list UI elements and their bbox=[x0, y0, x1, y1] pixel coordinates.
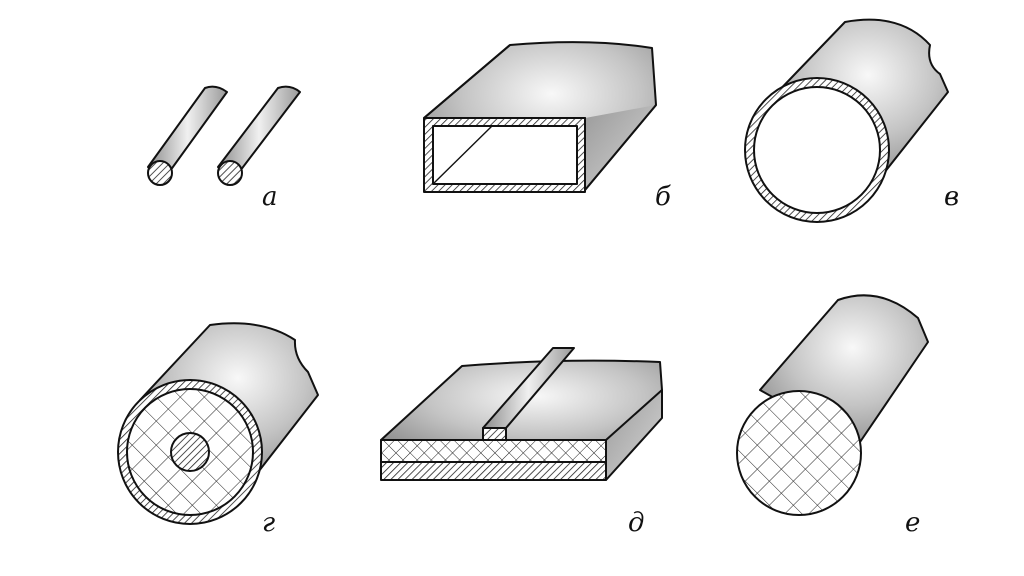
label-d: д bbox=[628, 508, 645, 538]
dielectric-rod bbox=[736, 294, 929, 516]
label-v: в bbox=[944, 182, 960, 212]
wire-left bbox=[147, 85, 228, 186]
label-g: г bbox=[262, 508, 276, 538]
rectangular-waveguide bbox=[423, 41, 657, 193]
two-wire-line bbox=[147, 85, 301, 186]
label-b: б bbox=[655, 182, 671, 212]
coaxial-line bbox=[117, 322, 319, 525]
microstrip-line bbox=[380, 347, 663, 481]
label-a: а bbox=[262, 182, 278, 212]
wire-right bbox=[217, 85, 301, 186]
circular-waveguide bbox=[744, 18, 949, 223]
label-e: е bbox=[905, 508, 921, 538]
